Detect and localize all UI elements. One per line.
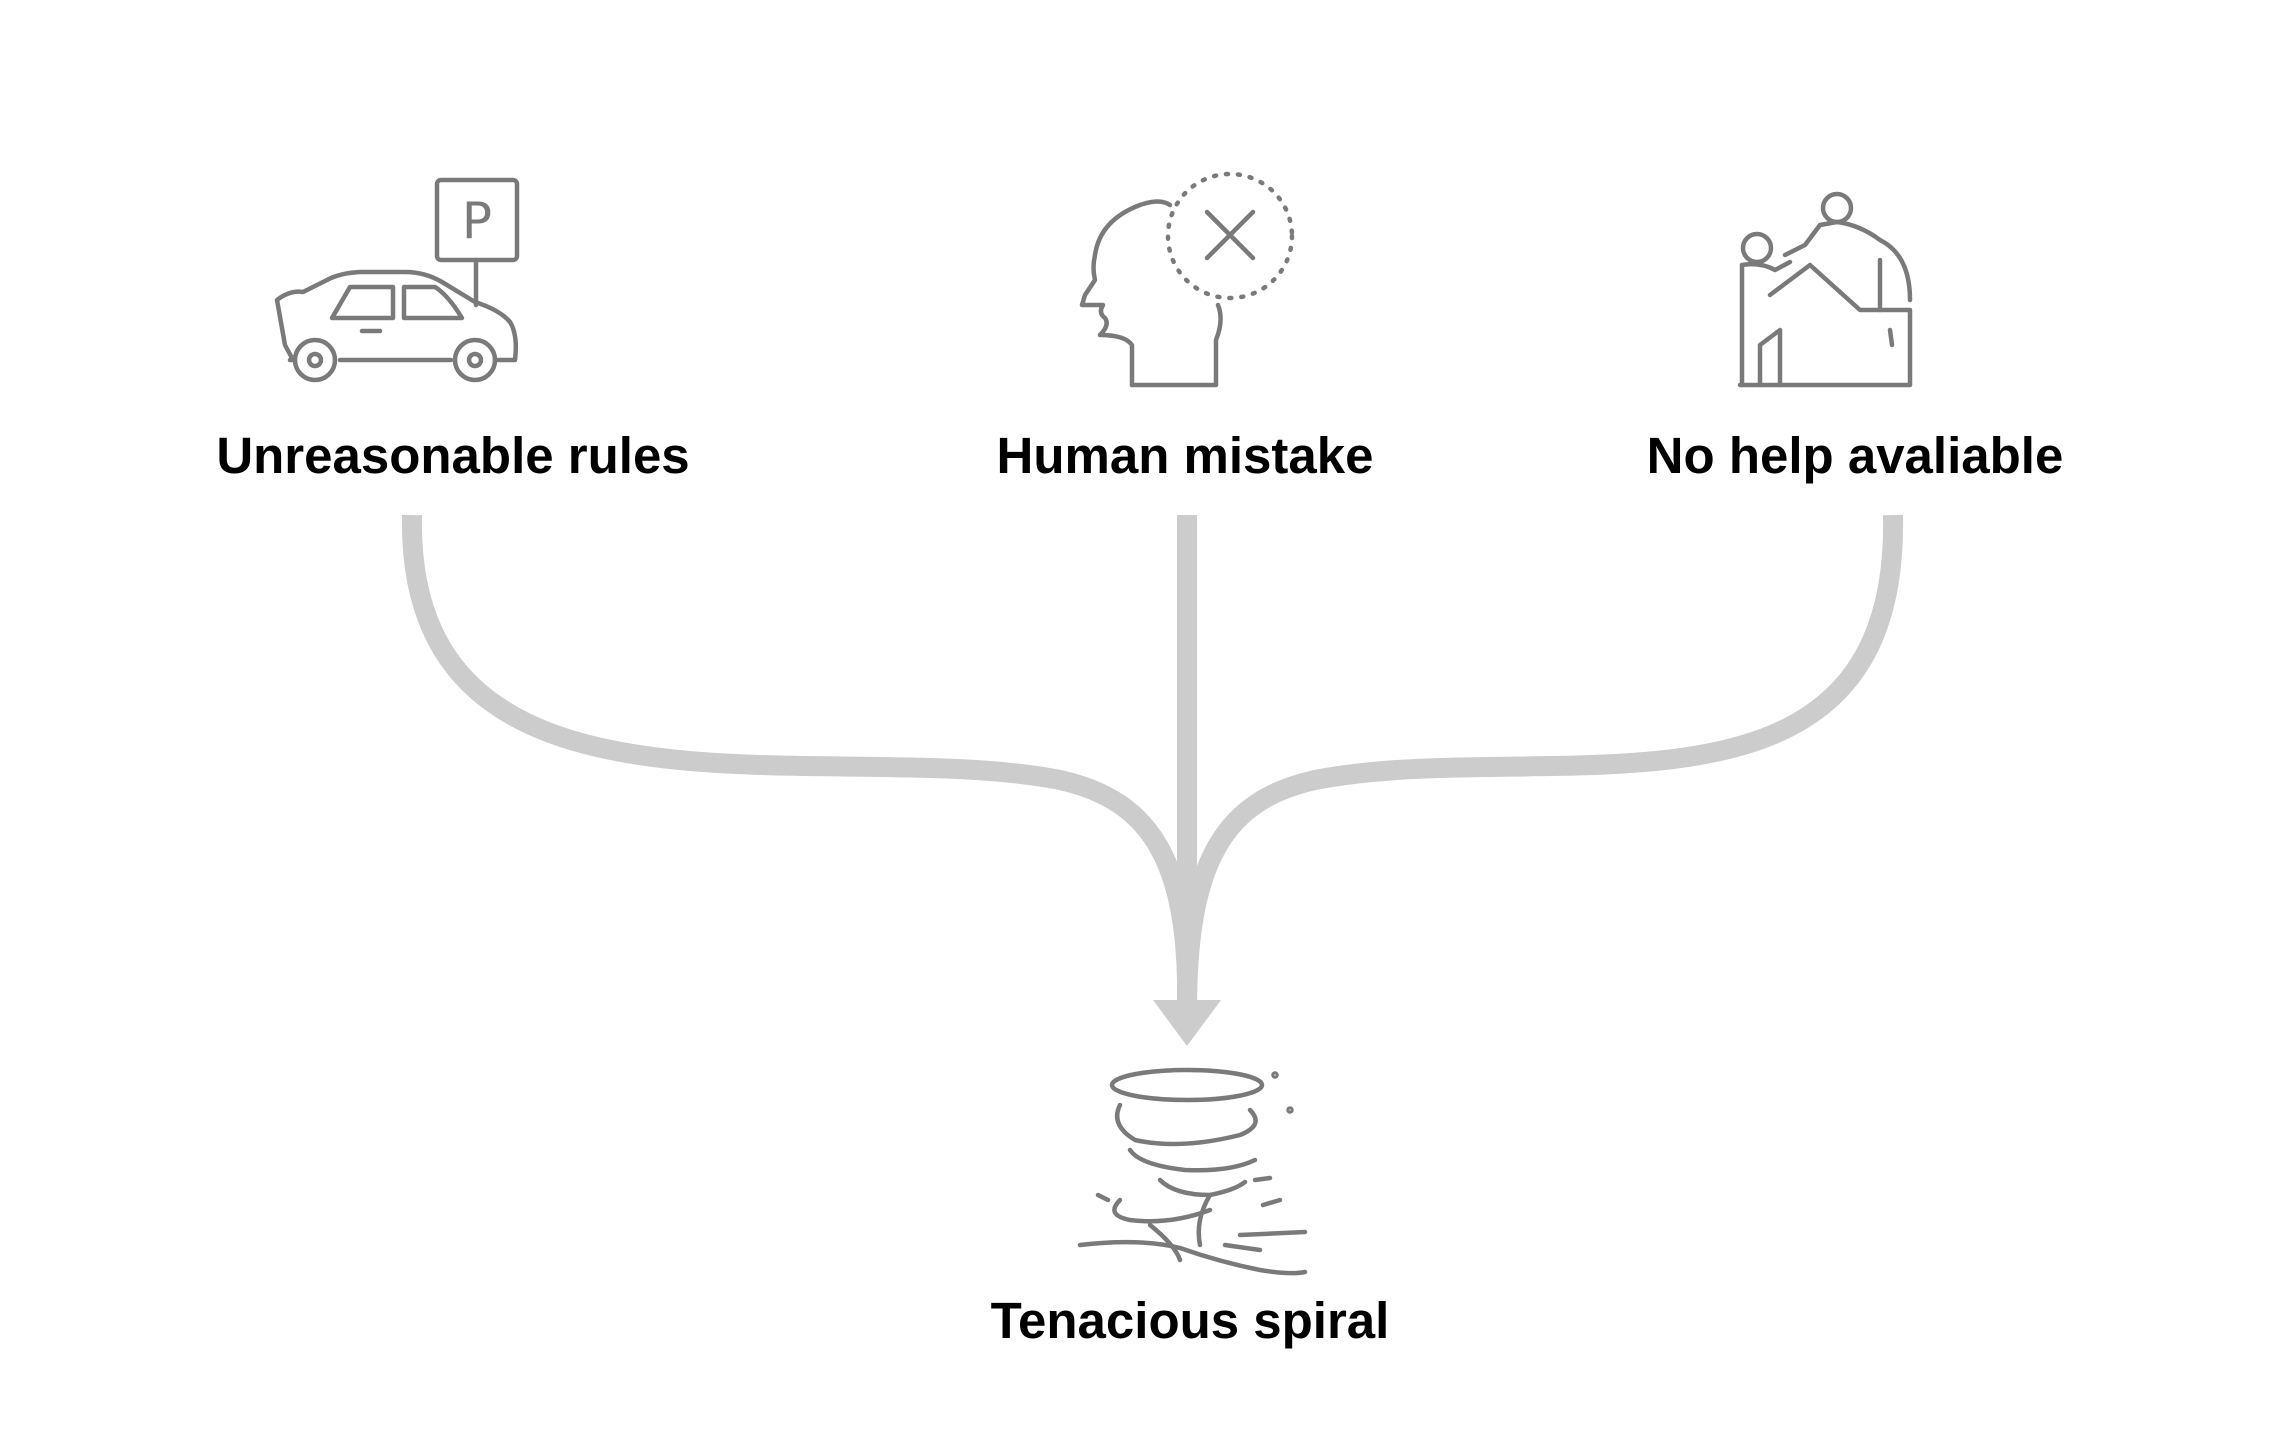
node-label-no-help: No help avaliable — [1646, 427, 2064, 484]
parking-sign-letter: P — [462, 192, 492, 250]
arrow-from-unreasonable-rules — [401, 514, 1198, 1011]
arrows — [401, 514, 1904, 1046]
node-label-tenacious-spiral: Tenacious spiral — [990, 1292, 1390, 1349]
arrowhead — [1153, 1000, 1221, 1046]
car-parking-icon — [274, 177, 520, 383]
arrow-from-no-help — [1177, 514, 1904, 1011]
climbing-help-icon — [1737, 191, 1913, 388]
node-label-human-mistake: Human mistake — [996, 427, 1374, 484]
node-label-unreasonable-rules: Unreasonable rules — [216, 427, 690, 484]
tornado-icon — [1077, 1067, 1308, 1276]
head-error-icon — [1079, 171, 1295, 388]
